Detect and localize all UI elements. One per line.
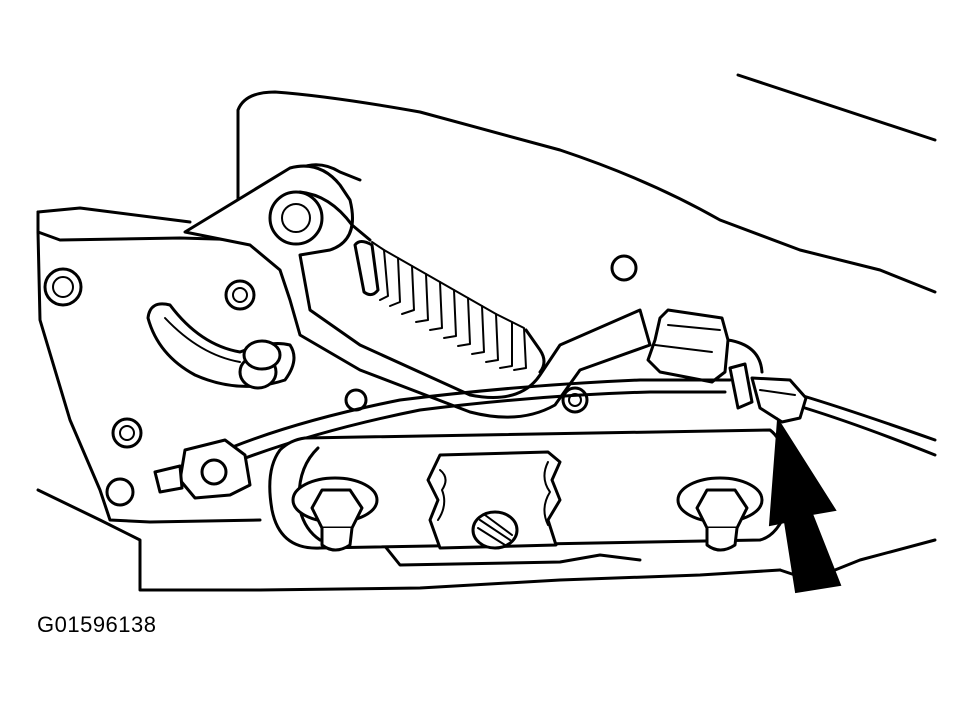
upper-housing <box>236 73 937 294</box>
cable-guide-clip <box>646 308 764 384</box>
figure-id-label: G01596138 <box>37 612 157 637</box>
cable-ferrule <box>728 362 808 424</box>
lever-arm <box>183 164 652 419</box>
mounting-rail <box>268 428 792 550</box>
hex-nut-right <box>676 476 764 552</box>
cable-eyelet <box>153 438 252 500</box>
return-spring <box>353 240 546 374</box>
hex-nut-left <box>291 476 379 552</box>
arrow-indicator-icon <box>768 416 842 594</box>
